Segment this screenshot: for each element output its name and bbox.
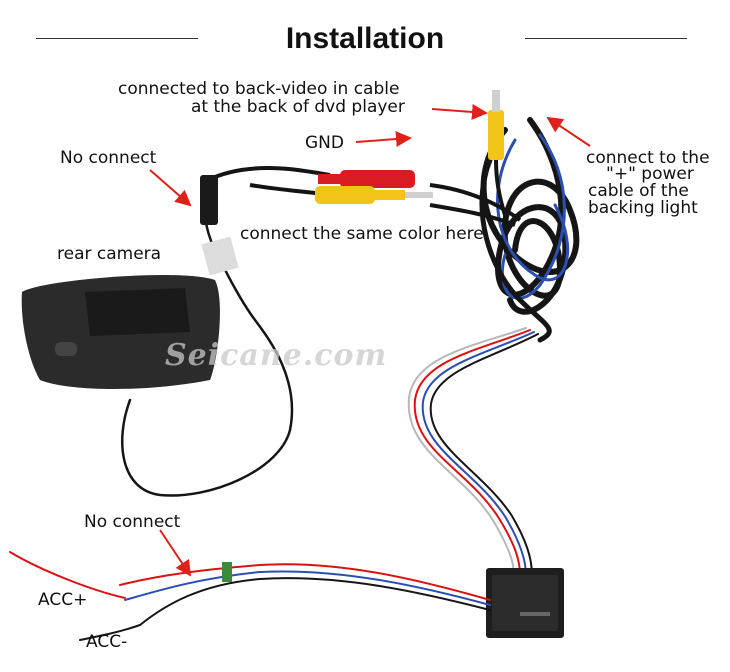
page-title: Installation — [285, 22, 445, 55]
red-arrow-icon — [149, 103, 591, 577]
title-rule-right — [525, 38, 687, 39]
label-acc-plus: ACC+ — [38, 590, 88, 610]
label-acc-minus: ACC- — [86, 632, 128, 652]
title-rule-left — [36, 38, 198, 39]
label-no-connect-bottom: No connect — [84, 512, 181, 532]
label-no-connect-top: No connect — [60, 148, 157, 168]
label-power-line3: cable of the — [588, 181, 689, 201]
label-rear-camera: rear camera — [57, 244, 162, 264]
label-same-color: connect the same color here — [240, 224, 484, 244]
label-power-line4: backing light — [588, 198, 698, 218]
red-rca-connector-icon — [340, 170, 415, 188]
yellow-rca-connector-icon — [315, 186, 375, 204]
label-backvideo-line2: at the back of dvd player — [191, 97, 405, 117]
control-box-image — [486, 568, 564, 638]
harness-wires — [407, 327, 539, 576]
rear-camera-image — [21, 275, 220, 389]
label-power-line2: "+" power — [606, 164, 694, 184]
acc-wires — [9, 551, 491, 641]
label-gnd: GND — [305, 133, 344, 153]
rca-cables — [207, 90, 522, 227]
watermark: Seicane.com — [165, 338, 388, 373]
label-backvideo-line1: connected to back-video in cable — [118, 79, 400, 99]
label-power-line1: connect to the — [586, 148, 710, 168]
